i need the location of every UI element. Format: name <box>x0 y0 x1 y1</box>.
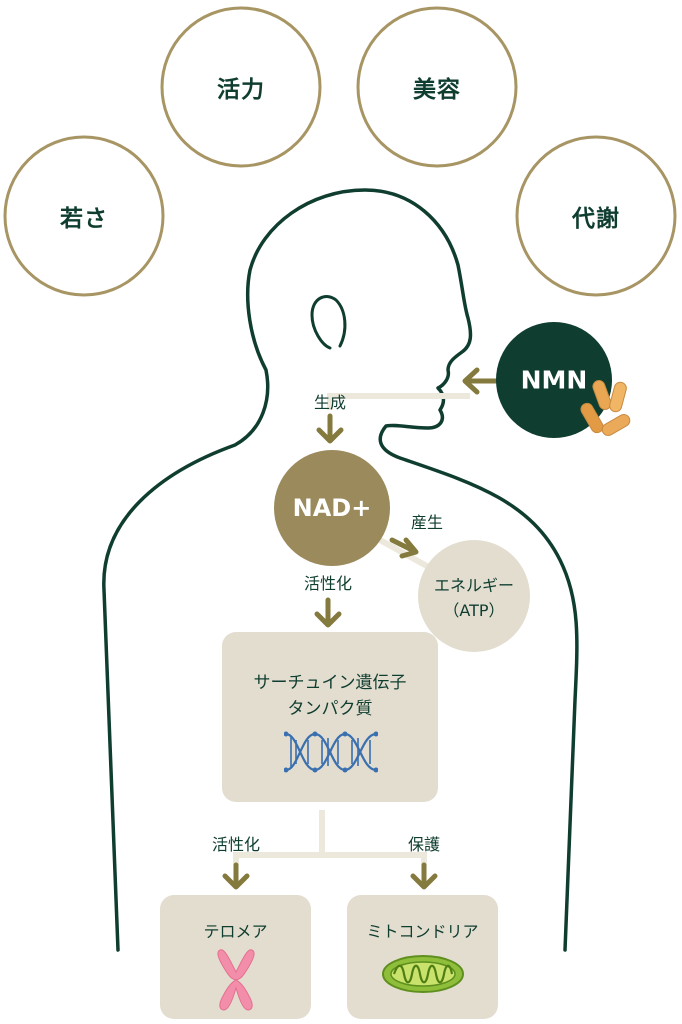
benefit-vitality: 活力 <box>217 77 265 103</box>
generate-arrow <box>316 413 344 444</box>
telomere-label: テロメア <box>203 922 268 941</box>
dna-icon <box>284 731 378 773</box>
benefit-metabolism: 代謝 <box>572 206 620 232</box>
capsule-icon <box>580 380 631 436</box>
produce-arrow <box>389 537 419 559</box>
nad-circle <box>274 450 390 566</box>
activate-label-2: 活性化 <box>211 835 261 854</box>
benefit-ring-youth <box>3 135 165 297</box>
benefit-ring-beauty <box>356 6 518 168</box>
nad-label: NAD+ <box>292 494 372 522</box>
body-silhouette <box>102 188 579 952</box>
telomere-box <box>160 895 311 1019</box>
sirtuin-label: サーチュイン遺伝子 <box>253 673 407 693</box>
benefit-beauty: 美容 <box>413 77 461 103</box>
energy-circle <box>418 540 530 652</box>
ear-outline <box>310 295 347 350</box>
activate-arrow-2 <box>222 862 250 890</box>
protect-arrow <box>410 862 438 890</box>
mitochondria-label: ミトコンドリア <box>366 922 479 941</box>
sirtuin-protein-label: タンパク質 <box>287 699 373 719</box>
activate-label-1: 活性化 <box>303 574 353 593</box>
benefit-ring-metabolism <box>515 135 677 297</box>
produce-label: 産生 <box>410 513 444 532</box>
sirtuin-box <box>222 632 438 802</box>
nmn-label: NMN <box>520 365 588 395</box>
mitochondria-icon <box>382 955 464 993</box>
protect-label: 保護 <box>407 835 441 854</box>
atp-label: （ATP） <box>443 601 505 620</box>
generate-label: 生成 <box>313 393 347 412</box>
activate-arrow-1 <box>314 597 342 628</box>
benefit-ring-vitality <box>160 6 322 168</box>
energy-label: エネルギー <box>433 576 515 595</box>
benefit-youth: 若さ <box>60 206 108 232</box>
chromosome-icon <box>217 949 255 1011</box>
